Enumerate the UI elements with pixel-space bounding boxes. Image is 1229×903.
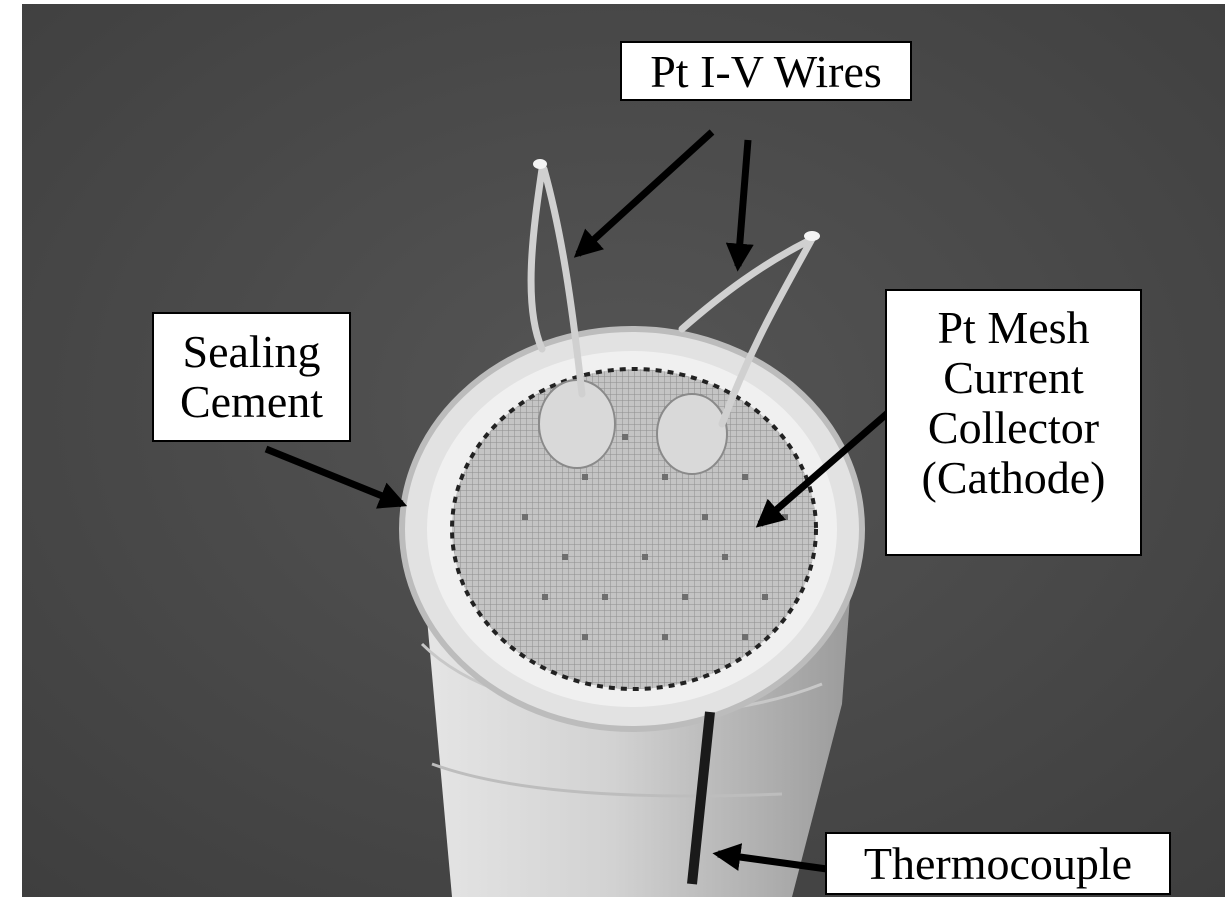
mesh-label-line-3: Collector [927, 402, 1100, 453]
pt-mesh-disc [450, 367, 818, 691]
mesh-label-line-1: Pt Mesh [937, 302, 1090, 353]
mesh-label-line-2: Current [943, 352, 1084, 403]
sealing-cement-line-1: Sealing [182, 326, 321, 377]
pt-iv-wires-label: Pt I-V Wires [620, 41, 912, 101]
pt-mesh-current-collector-label: Pt Mesh Current Collector (Cathode) [885, 289, 1142, 556]
weld-pad-left [538, 379, 616, 469]
pt-iv-wires-text: Pt I-V Wires [650, 46, 882, 97]
weld-pad-right [656, 393, 728, 475]
thermocouple-label: Thermocouple [825, 832, 1171, 895]
pt-wire-left [527, 165, 586, 398]
pt-wire-right [678, 235, 816, 428]
sealing-cement-label: Sealing Cement [152, 312, 351, 442]
thermocouple-text: Thermocouple [863, 838, 1133, 889]
sealing-cement-line-2: Cement [179, 376, 324, 427]
mesh-label-line-4: (Cathode) [921, 452, 1106, 503]
thermocouple-rod [687, 711, 715, 885]
